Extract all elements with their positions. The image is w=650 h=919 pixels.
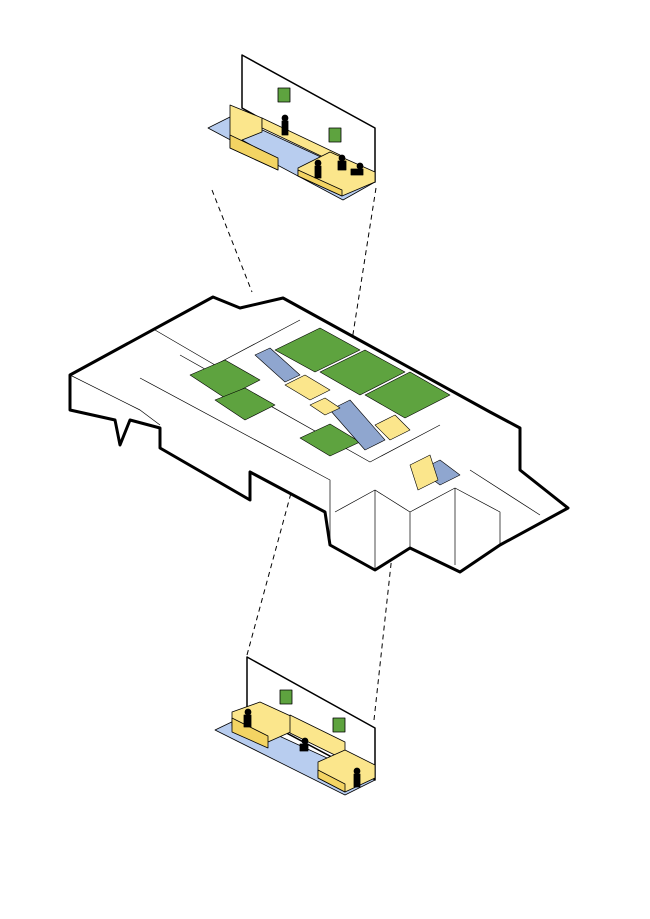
room-floor xyxy=(319,349,406,396)
room-floor xyxy=(189,359,261,399)
bottom-detail-vignette xyxy=(214,656,376,796)
bench-left-front xyxy=(229,134,279,171)
window xyxy=(277,87,291,103)
furniture xyxy=(284,374,331,401)
person-figure xyxy=(281,114,289,122)
window xyxy=(328,127,342,143)
person-figure xyxy=(244,708,252,716)
projection-line xyxy=(246,459,301,656)
window xyxy=(279,689,293,705)
bench-right-front xyxy=(297,169,343,197)
main-building xyxy=(68,295,570,574)
furniture xyxy=(309,397,341,416)
top-detail-vignette xyxy=(207,54,376,201)
corridor xyxy=(254,347,301,383)
person-figure xyxy=(243,714,252,728)
projection-line xyxy=(211,189,253,293)
person-figure xyxy=(314,165,322,179)
room-floor xyxy=(364,371,451,419)
bench-left-front xyxy=(231,717,269,749)
interior-wall xyxy=(69,374,161,426)
bench-right-front xyxy=(317,769,346,793)
room-floor xyxy=(274,327,361,373)
furniture xyxy=(409,454,439,491)
interior-wall xyxy=(139,377,331,545)
person-figure xyxy=(301,737,309,745)
person-figure xyxy=(281,120,289,136)
window xyxy=(332,717,346,733)
interior-wall xyxy=(334,489,411,548)
person-figure xyxy=(299,743,309,752)
person-figure xyxy=(356,162,364,170)
interior-wall xyxy=(469,469,541,516)
room-floor xyxy=(214,387,276,421)
person-figure xyxy=(350,168,364,176)
person-figure xyxy=(353,773,361,788)
furniture xyxy=(374,414,411,441)
person-figure xyxy=(353,767,361,775)
person-figure xyxy=(338,154,346,162)
corridor xyxy=(329,399,386,451)
person-figure xyxy=(314,159,322,167)
person-figure xyxy=(337,160,347,171)
interior-wall xyxy=(409,487,501,545)
